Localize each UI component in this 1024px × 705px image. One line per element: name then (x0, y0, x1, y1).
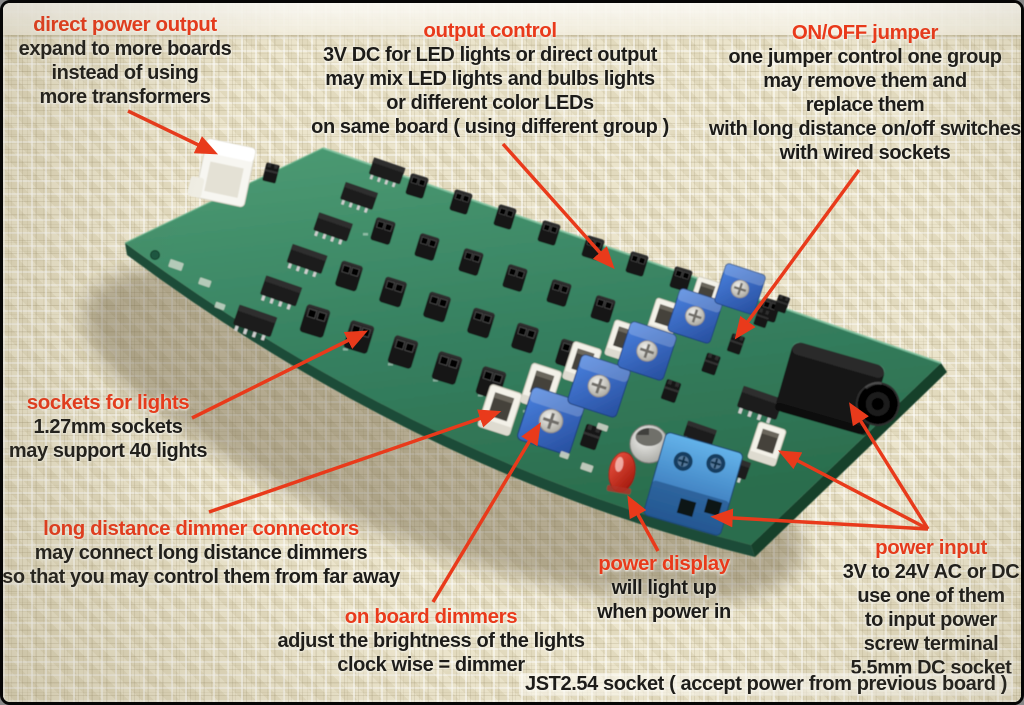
arrow-on-off-jumper (734, 168, 861, 340)
annotation-line: will light up (611, 577, 717, 599)
annotation-sockets-for-lights: sockets for lights 1.27mm sockets may su… (8, 391, 208, 463)
arrow-sockets-for-lights (191, 330, 369, 420)
arrow-power-input-dc-jack (849, 402, 930, 530)
annotation-title: on board dimmers (344, 605, 518, 628)
annotation-on-off-jumper: ON/OFF jumper one jumper control one gro… (709, 21, 1021, 165)
annotation-power-display: power display will light up when power i… (597, 552, 731, 624)
annotation-power-input: power input 3V to 24V AC or DC use one o… (843, 536, 1020, 680)
annotation-line: screw terminal (863, 633, 999, 655)
annotation-line: on same board ( using different group ) (311, 116, 669, 138)
annotation-line: when power in (597, 601, 731, 623)
annotation-line: 3V DC for LED lights or direct output (322, 44, 658, 66)
annotation-line: may connect long distance dimmers (34, 542, 368, 564)
annotation-line: 3V to 24V AC or DC (842, 561, 1020, 583)
arrow-on-board-dimmers (431, 422, 541, 603)
power-led (606, 451, 636, 495)
annotation-line: one jumper control one group (728, 46, 1002, 68)
annotation-title: direct power output (33, 13, 217, 36)
annotation-line: adjust the brightness of the lights (277, 630, 585, 652)
arrow-output-control (501, 142, 615, 270)
annotation-line: with long distance on/off switches (709, 118, 1021, 140)
annotation-direct-power-output: direct power output expand to more board… (19, 13, 232, 109)
annotation-line: 1.27mm sockets (33, 416, 183, 438)
annotation-output-control: output control 3V DC for LED lights or d… (311, 19, 669, 139)
annotation-line: to input power (864, 609, 998, 631)
annotation-title: long distance dimmer connectors (43, 517, 359, 540)
arrow-power-input-jst (778, 450, 929, 531)
arrow-power-input-terminal (710, 508, 929, 531)
annotation-line: more transformers (39, 86, 211, 108)
pcb-scene (83, 109, 947, 603)
annotation-line: so that you may control them from far aw… (2, 566, 400, 588)
annotation-line: may mix LED lights and bulbs lights (325, 68, 655, 90)
annotation-arrows (127, 109, 930, 603)
annotation-title: power display (598, 552, 730, 575)
annotation-line: instead of using (51, 62, 199, 84)
annotation-title: output control (423, 19, 557, 42)
background-top-band (3, 3, 1021, 35)
annotation-line: with wired sockets (779, 142, 951, 164)
annotation-line: use one of them (857, 585, 1005, 607)
annotation-line: may support 40 lights (8, 440, 208, 462)
annotation-long-distance-dimmer-connectors: long distance dimmer connectors may conn… (2, 517, 400, 589)
annotation-title: power input (875, 536, 987, 559)
annotation-line: expand to more boards (18, 38, 232, 60)
annotation-line: or different color LEDs (386, 92, 594, 114)
dc-barrel-jack (775, 342, 900, 436)
bottom-caption: JST2.54 socket ( accept power from previ… (519, 673, 1013, 696)
annotation-title: ON/OFF jumper (791, 21, 939, 44)
annotation-line: clock wise = dimmer (337, 654, 525, 676)
annotation-line: replace them (805, 94, 925, 116)
arrow-dimmer-connectors (208, 409, 502, 514)
arrow-direct-power-output (127, 109, 219, 155)
annotation-line: may remove them and (763, 70, 967, 92)
electrolytic-capacitor (629, 424, 669, 464)
annotation-on-board-dimmers: on board dimmers adjust the brightness o… (277, 605, 585, 677)
direct-power-output-connector (187, 138, 256, 208)
arrow-power-display (627, 495, 660, 552)
annotation-title: sockets for lights (26, 391, 190, 414)
